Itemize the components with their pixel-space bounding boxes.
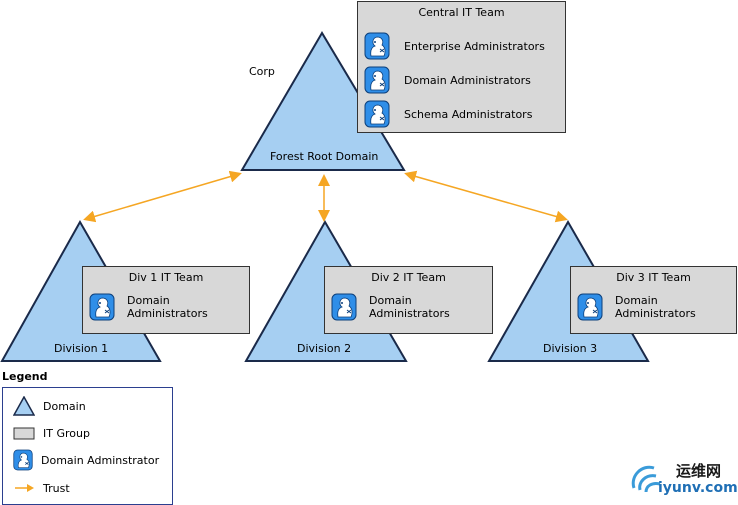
legend-item-admin: Domain Adminstrator bbox=[13, 449, 159, 471]
division-3-label: Division 3 bbox=[543, 342, 598, 355]
legend-label: Domain bbox=[43, 399, 86, 413]
watermark-logo-icon bbox=[631, 465, 661, 493]
division-2-label: Division 2 bbox=[297, 342, 352, 355]
div-1-admin-line2: Administrators bbox=[127, 307, 208, 320]
central-member-row: Enterprise Administrators bbox=[364, 31, 545, 61]
div-3-admin-line1: Domain bbox=[615, 294, 658, 307]
div-2-team-title: Div 2 IT Team bbox=[371, 271, 446, 284]
domain-administrator-icon bbox=[331, 293, 357, 321]
it-group-box-icon bbox=[13, 427, 35, 440]
central-it-team-title: Central IT Team bbox=[418, 6, 505, 19]
div-2-admin-line1: Domain bbox=[369, 294, 412, 307]
div-2-it-team-group: Div 2 IT Team Domain Administrators bbox=[324, 266, 493, 334]
iyunv-watermark: 运维网 iyunv.com bbox=[628, 456, 738, 502]
div-2-admin-row: Domain Administrators bbox=[331, 292, 450, 322]
trust-arrow-division-3 bbox=[404, 170, 568, 223]
div-3-admin-line2: Administrators bbox=[615, 307, 696, 320]
legend-item-it-group: IT Group bbox=[13, 422, 90, 444]
central-member-row: Schema Administrators bbox=[364, 99, 532, 129]
central-member-row: Domain Administrators bbox=[364, 65, 531, 95]
domain-administrator-icon bbox=[364, 66, 390, 94]
div-1-admin-line1: Domain bbox=[127, 294, 170, 307]
forest-root-domain-label: Forest Root Domain bbox=[270, 150, 379, 163]
trust-arrow-division-1 bbox=[83, 170, 242, 223]
legend-item-trust: Trust bbox=[13, 477, 70, 499]
domain-administrator-icon bbox=[577, 293, 603, 321]
trust-arrow-icon bbox=[15, 484, 34, 492]
domain-administrator-icon bbox=[364, 32, 390, 60]
div-3-team-title: Div 3 IT Team bbox=[616, 271, 691, 284]
div-1-it-team-group: Div 1 IT Team Domain Administrators bbox=[82, 266, 250, 334]
legend-label: Trust bbox=[43, 481, 70, 495]
domain-administrator-icon bbox=[364, 100, 390, 128]
div-3-admin-row: Domain Administrators bbox=[577, 292, 696, 322]
div-1-team-title: Div 1 IT Team bbox=[128, 271, 204, 284]
watermark-line2: iyunv.com bbox=[658, 480, 738, 496]
domain-administrator-icon bbox=[89, 293, 115, 321]
legend-label: IT Group bbox=[43, 426, 90, 440]
domain-triangle-icon bbox=[13, 396, 35, 416]
central-it-team-group: Central IT Team Enterprise Administrator… bbox=[357, 1, 566, 133]
legend-item-domain: Domain bbox=[13, 395, 86, 417]
legend-label: Domain Adminstrator bbox=[41, 453, 160, 467]
div-1-admin-row: Domain Administrators bbox=[89, 292, 208, 322]
central-member-label: Schema Administrators bbox=[404, 107, 533, 121]
div-2-admin-line2: Administrators bbox=[369, 307, 450, 320]
central-member-label: Enterprise Administrators bbox=[404, 39, 545, 53]
watermark-line1: 运维网 bbox=[676, 462, 722, 480]
legend-title: Legend bbox=[2, 370, 48, 383]
division-1-label: Division 1 bbox=[54, 342, 109, 355]
domain-administrator-icon bbox=[13, 449, 33, 471]
central-member-label: Domain Administrators bbox=[404, 73, 531, 87]
legend-box: Domain IT Group Domain Adminstrator Trus… bbox=[2, 387, 173, 505]
div-3-it-team-group: Div 3 IT Team Domain Administrators bbox=[570, 266, 737, 334]
corp-label: Corp bbox=[249, 65, 275, 78]
